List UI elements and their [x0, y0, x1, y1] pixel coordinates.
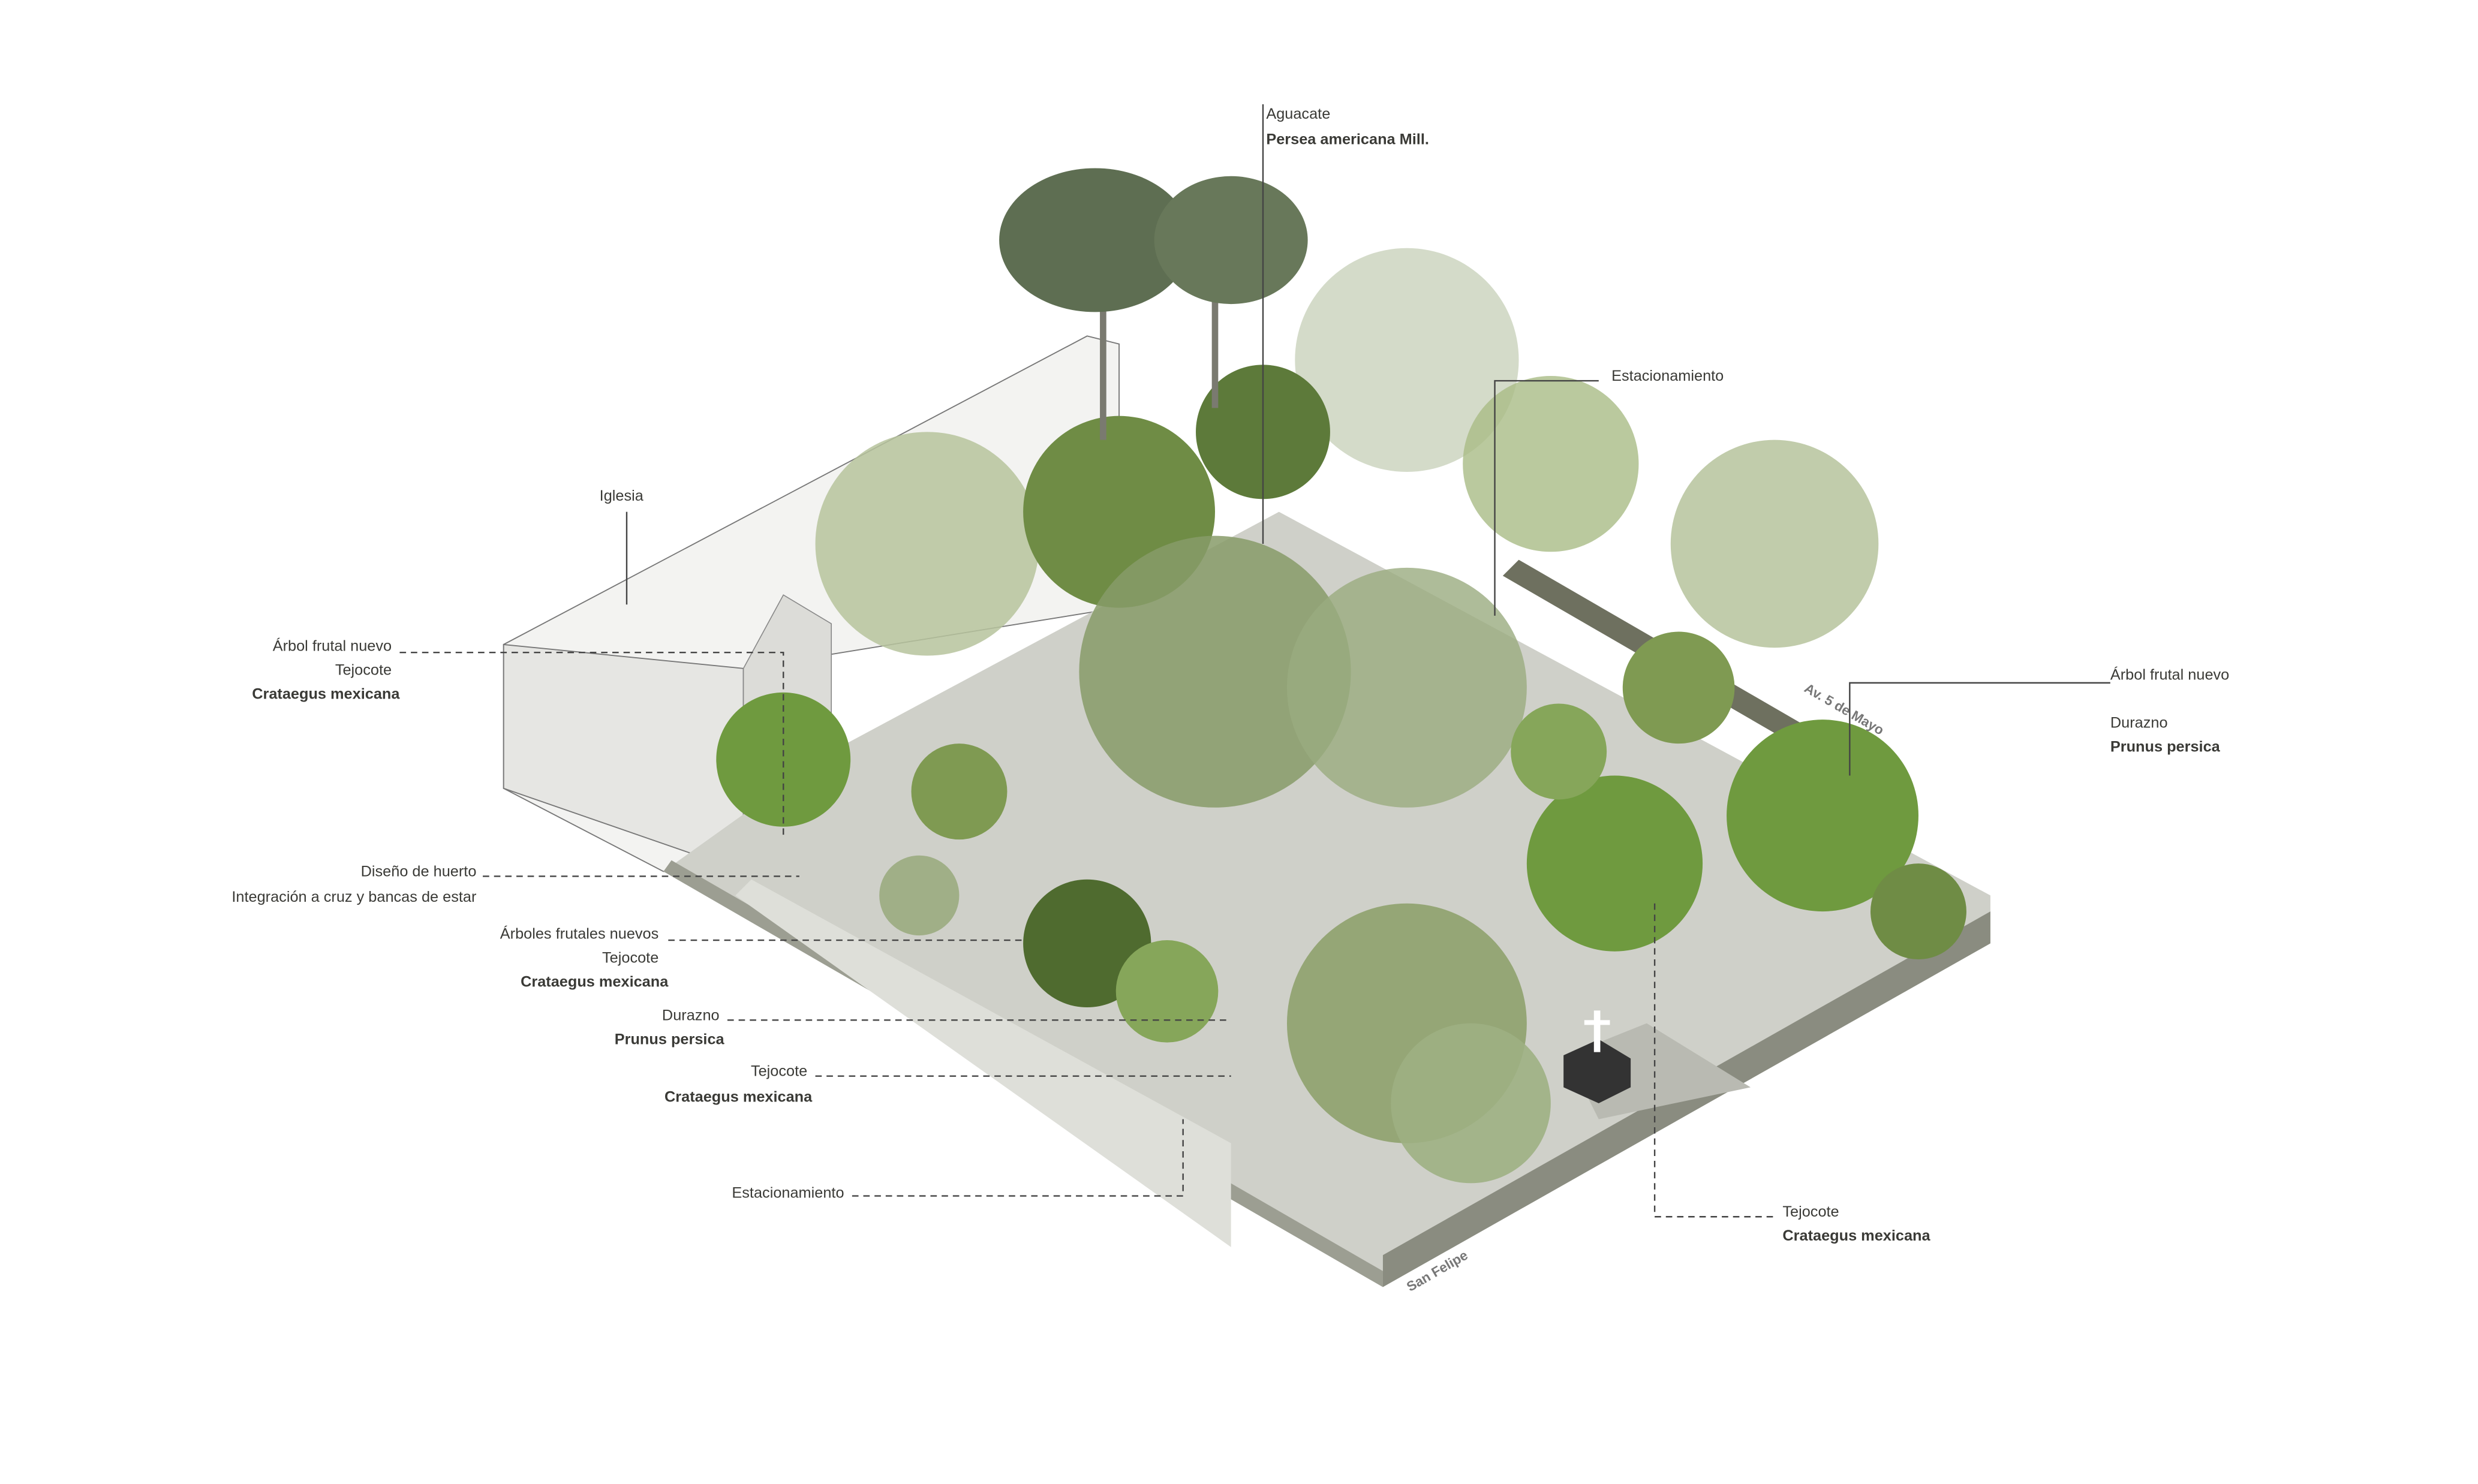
- label-species: Persea americana Mill.: [1266, 131, 1429, 148]
- label-species: Prunus persica: [615, 1031, 725, 1047]
- label-aguacate: Aguacate Persea americana Mill.: [1266, 106, 1429, 148]
- label-title: Árbol frutal nuevo: [273, 637, 392, 655]
- label-arbol-frutal-left: Árbol frutal nuevo Tejocote Crataegus me…: [252, 637, 400, 703]
- label-species: Crataegus mexicana: [664, 1088, 813, 1105]
- label-iglesia: Iglesia: [600, 487, 644, 504]
- label-arbol-frutal-right: Árbol frutal nuevo Durazno Prunus persic…: [2110, 666, 2229, 755]
- label-species: Crataegus mexicana: [1782, 1227, 1930, 1244]
- label-species: Crataegus mexicana: [521, 973, 669, 990]
- label-common: Durazno: [662, 1007, 720, 1024]
- label-common: Tejocote: [1782, 1203, 1839, 1220]
- label-title: Diseño de huerto: [361, 863, 477, 880]
- label-estacionamiento-top: Estacionamiento: [1611, 368, 1724, 384]
- leader-lines: [399, 104, 2110, 1218]
- label-tejocote-mid: Tejocote Crataegus mexicana: [664, 1063, 813, 1106]
- label-common: Tejocote: [335, 662, 392, 679]
- vegetation: [716, 168, 1966, 1184]
- label-title: Árbol frutal nuevo: [2110, 666, 2229, 684]
- label-title: Árboles frutales nuevos: [500, 925, 659, 942]
- label-species: Crataegus mexicana: [252, 686, 400, 703]
- label-common: Tejocote: [602, 949, 658, 966]
- label-detail: Integración a cruz y bancas de estar: [231, 889, 477, 905]
- label-huerto: Diseño de huerto Integración a cruz y ba…: [231, 863, 477, 905]
- label-tejocote-right: Tejocote Crataegus mexicana: [1782, 1203, 1930, 1244]
- label-estacionamiento-bottom: Estacionamiento: [732, 1184, 844, 1201]
- label-arboles-frutales: Árboles frutales nuevos Tejocote Crataeg…: [500, 925, 669, 990]
- label-common: Aguacate: [1266, 106, 1330, 122]
- label-common: Durazno: [2110, 715, 2168, 732]
- label-durazno: Durazno Prunus persica: [615, 1007, 725, 1047]
- label-common: Tejocote: [751, 1063, 807, 1080]
- label-species: Prunus persica: [2110, 738, 2221, 755]
